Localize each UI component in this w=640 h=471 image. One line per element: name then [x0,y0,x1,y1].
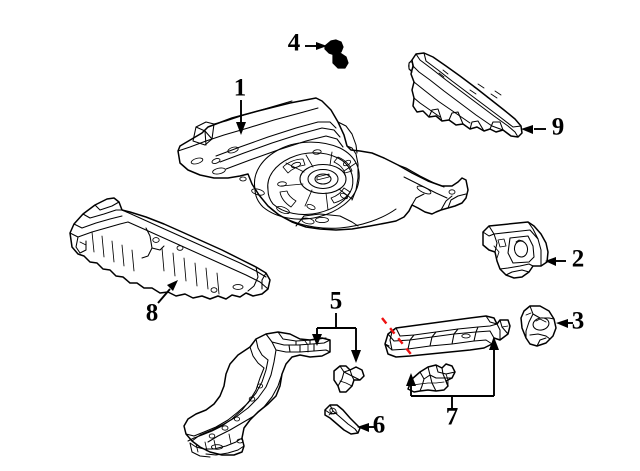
part-left-side-rail[interactable] [183,331,331,458]
callout-label-5: 5 [330,288,343,315]
cut-line-marker [381,317,415,359]
callout-label-1: 1 [234,75,247,102]
part-right-side-rail[interactable] [384,315,511,358]
callout-leader-8 [157,280,178,304]
part-small-gusset-bracket[interactable] [520,305,557,347]
callout-leader-3 [556,319,573,328]
part-rear-suspension-bracket[interactable] [482,221,549,279]
callout-label-8: 8 [146,300,159,327]
callout-label-3: 3 [572,308,585,335]
part-rear-floor-pan[interactable] [177,97,469,231]
callout-label-2: 2 [572,246,585,273]
callout-leader-4 [305,42,327,50]
callout-label-4: 4 [288,30,301,57]
callout-leader-7 [406,337,499,408]
part-left-rail-retainer-bracket[interactable] [333,365,365,393]
callout-leader-1 [236,100,246,135]
callout-label-9: 9 [552,114,565,141]
cut-dash-segment-a [381,317,415,359]
part-wing-nut-fastener[interactable] [324,39,349,69]
callout-leader-5 [312,313,361,363]
part-right-rail-support-bracket[interactable] [407,363,456,393]
callout-leader-6 [357,423,374,432]
callout-leader-9 [521,125,546,134]
callout-label-7: 7 [446,404,459,431]
part-upper-rail-member[interactable] [408,52,523,138]
part-curved-strap-bracket[interactable] [324,404,361,435]
callout-leader-2 [545,257,566,266]
callout-label-6: 6 [373,412,386,439]
part-rear-crossmember-panel[interactable] [69,197,271,300]
